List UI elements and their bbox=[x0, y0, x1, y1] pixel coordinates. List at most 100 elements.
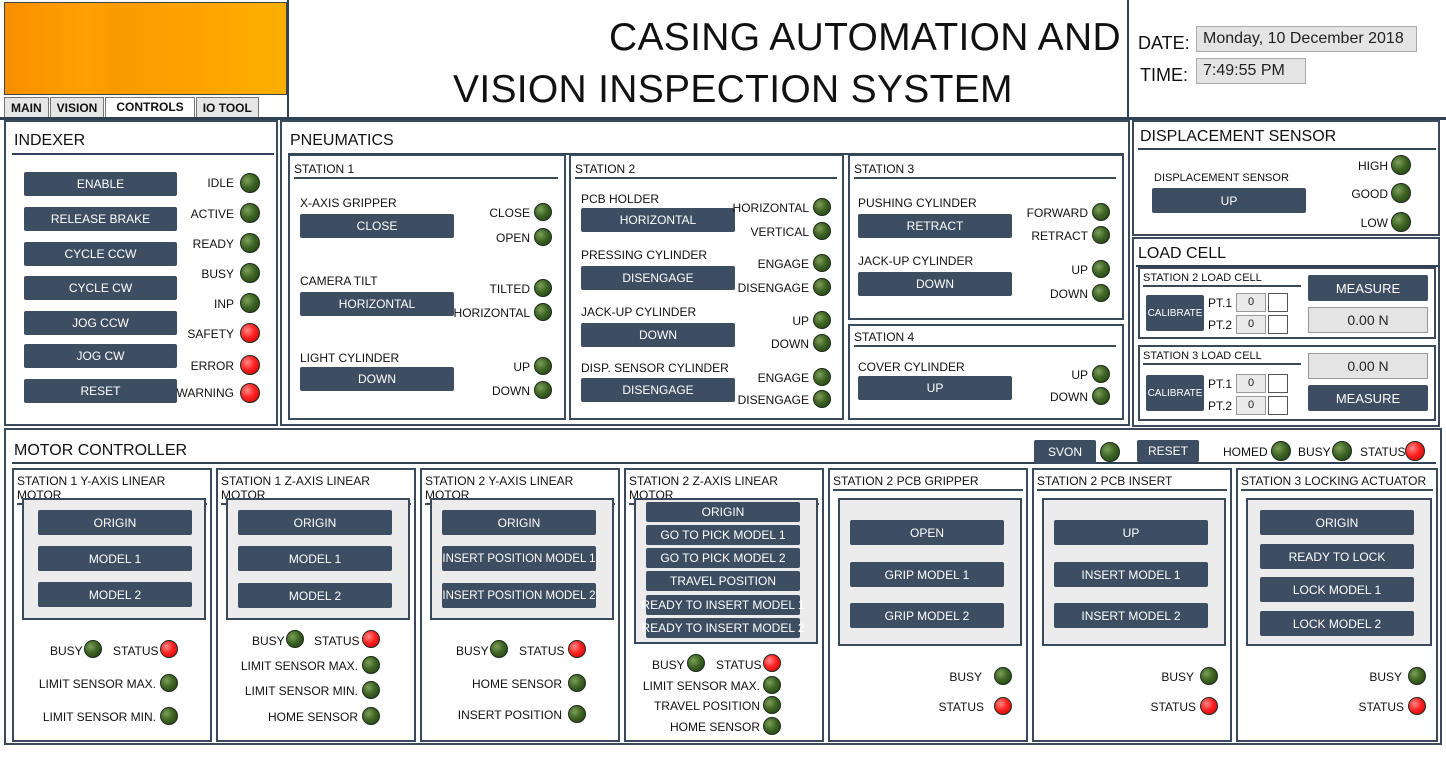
gripper-close-label: CLOSE bbox=[489, 206, 530, 220]
s2z-home-sensor-indicator bbox=[763, 717, 781, 735]
pneumatics-station4: STATION 4 COVER CYLINDER UP UP DOWN bbox=[848, 324, 1124, 420]
tab-main[interactable]: MAIN bbox=[4, 97, 49, 117]
tab-io-tool[interactable]: IO TOOL bbox=[195, 97, 259, 117]
station2-y-motor: STATION 2 Y-AXIS LINEAR MOTOR ORIGIN INS… bbox=[420, 468, 620, 742]
motor-reset-button[interactable]: RESET bbox=[1137, 440, 1199, 462]
jog-cw-button[interactable]: JOG CW bbox=[24, 344, 177, 368]
s2y-home-sensor-label: HOME SENSOR bbox=[471, 677, 562, 691]
s1z-origin-button[interactable]: ORIGIN bbox=[238, 510, 392, 535]
s1y-model1-button[interactable]: MODEL 1 bbox=[38, 546, 192, 571]
measure-button[interactable]: MEASURE bbox=[1308, 275, 1428, 301]
s2z-pick-model2-button[interactable]: GO TO PICK MODEL 2 bbox=[646, 548, 800, 568]
date-value: Monday, 10 December 2018 bbox=[1196, 26, 1417, 52]
pushing-cylinder-button[interactable]: RETRACT bbox=[858, 214, 1012, 238]
release-brake-button[interactable]: RELEASE BRAKE bbox=[24, 207, 177, 231]
measure-button[interactable]: MEASURE bbox=[1308, 385, 1428, 411]
s2g-status-indicator bbox=[994, 697, 1012, 715]
header-divider bbox=[0, 117, 1446, 120]
pcb-holder-button[interactable]: HORIZONTAL bbox=[581, 208, 735, 232]
cover-cylinder-button[interactable]: UP bbox=[858, 376, 1012, 400]
safety-label: SAFETY bbox=[187, 327, 234, 341]
divider bbox=[12, 153, 274, 155]
pt2-checkbox[interactable] bbox=[1268, 396, 1288, 415]
cycle-cw-button[interactable]: CYCLE CW bbox=[24, 276, 177, 300]
s1y-origin-button[interactable]: ORIGIN bbox=[38, 510, 192, 535]
station2-load-cell-title: STATION 2 LOAD CELL bbox=[1143, 272, 1301, 287]
station4-title: STATION 4 bbox=[854, 330, 1116, 347]
load-reading: 0.00 N bbox=[1308, 353, 1428, 379]
s2i-insert-model2-button[interactable]: INSERT MODEL 2 bbox=[1054, 603, 1208, 628]
st3-jackup-up-label: UP bbox=[1071, 263, 1088, 277]
s3l-lock-model1-button[interactable]: LOCK MODEL 1 bbox=[1260, 577, 1414, 602]
pt1-checkbox[interactable] bbox=[1268, 293, 1288, 312]
s3l-lock-model2-button[interactable]: LOCK MODEL 2 bbox=[1260, 611, 1414, 636]
pressing-cylinder-button[interactable]: DISENGAGE bbox=[581, 266, 735, 290]
divider bbox=[1136, 265, 1438, 267]
s2y-busy-label: BUSY bbox=[456, 644, 489, 658]
pt2-checkbox[interactable] bbox=[1268, 315, 1288, 334]
s2y-insert-model1-button[interactable]: INSERT POSITION MODEL 1 bbox=[442, 546, 596, 571]
time-label: TIME: bbox=[1140, 65, 1188, 85]
s2z-travel-position-button[interactable]: TRAVEL POSITION bbox=[646, 571, 800, 591]
jog-ccw-button[interactable]: JOG CCW bbox=[24, 311, 177, 335]
disp-disengage-indicator bbox=[813, 390, 831, 408]
reset-button[interactable]: RESET bbox=[24, 379, 177, 403]
light-down-indicator bbox=[534, 381, 552, 399]
s2z-busy-indicator bbox=[687, 654, 705, 672]
gripper-open-label: OPEN bbox=[495, 231, 530, 245]
tab-bar: MAIN VISION CONTROLS IO TOOL bbox=[4, 97, 260, 117]
calibrate-button[interactable]: CALIBRATE bbox=[1146, 295, 1204, 331]
s2z-ready-insert-model2-button[interactable]: READY TO INSERT MODEL 2 bbox=[641, 618, 805, 638]
pt1-checkbox[interactable] bbox=[1268, 374, 1288, 393]
enable-button[interactable]: ENABLE bbox=[24, 172, 177, 196]
s1y-status-label: STATUS bbox=[113, 644, 159, 658]
s2g-busy-indicator bbox=[994, 667, 1012, 685]
load-reading: 0.00 N bbox=[1308, 307, 1428, 333]
s3l-busy-indicator bbox=[1408, 667, 1426, 685]
s2z-ready-insert-model1-button[interactable]: READY TO INSERT MODEL 1 bbox=[641, 595, 805, 615]
st3-jackup-down-indicator bbox=[1092, 284, 1110, 302]
ready-indicator bbox=[240, 233, 260, 253]
s3l-origin-button[interactable]: ORIGIN bbox=[1260, 510, 1414, 535]
s3l-ready-to-lock-button[interactable]: READY TO LOCK bbox=[1260, 544, 1414, 569]
calibrate-button[interactable]: CALIBRATE bbox=[1146, 375, 1204, 411]
station1-z-motor: STATION 1 Z-AXIS LINEAR MOTOR ORIGIN MOD… bbox=[216, 468, 416, 742]
pneumatics-station1: STATION 1 X-AXIS GRIPPER CLOSE CLOSE OPE… bbox=[288, 154, 566, 420]
s2z-origin-button[interactable]: ORIGIN bbox=[646, 502, 800, 522]
st3-jackup-up-indicator bbox=[1092, 260, 1110, 278]
warning-indicator bbox=[240, 383, 260, 403]
s1y-model2-button[interactable]: MODEL 2 bbox=[38, 582, 192, 607]
camera-tilt-button[interactable]: HORIZONTAL bbox=[300, 292, 454, 316]
s1z-model2-button[interactable]: MODEL 2 bbox=[238, 583, 392, 608]
s2i-insert-model1-button[interactable]: INSERT MODEL 1 bbox=[1054, 562, 1208, 587]
st3-jackup-cylinder-button[interactable]: DOWN bbox=[858, 272, 1012, 296]
s2g-grip-model2-button[interactable]: GRIP MODEL 2 bbox=[850, 603, 1004, 628]
s1z-limit-min-label: LIMIT SENSOR MIN. bbox=[244, 684, 358, 698]
gripper-open-indicator bbox=[534, 228, 552, 246]
light-cylinder-button[interactable]: DOWN bbox=[300, 367, 454, 391]
s2z-pick-model1-button[interactable]: GO TO PICK MODEL 1 bbox=[646, 525, 800, 545]
cycle-ccw-button[interactable]: CYCLE CCW bbox=[24, 242, 177, 266]
jackup-cylinder-button[interactable]: DOWN bbox=[581, 323, 735, 347]
s2i-status-label: STATUS bbox=[1150, 700, 1196, 714]
s2i-up-button[interactable]: UP bbox=[1054, 520, 1208, 545]
svon-button[interactable]: SVON bbox=[1034, 440, 1096, 464]
tab-controls[interactable]: CONTROLS bbox=[105, 97, 195, 117]
s1z-model1-button[interactable]: MODEL 1 bbox=[238, 546, 392, 571]
s2y-insert-model2-button[interactable]: INSERT POSITION MODEL 2 bbox=[442, 583, 596, 608]
disp-sensor-cylinder-button[interactable]: DISENGAGE bbox=[581, 378, 735, 402]
indexer-panel: INDEXER ENABLE RELEASE BRAKE CYCLE CCW C… bbox=[4, 120, 278, 426]
pressing-engage-indicator bbox=[813, 254, 831, 272]
s2g-status-label: STATUS bbox=[938, 700, 984, 714]
station2-load-cell: STATION 2 LOAD CELL CALIBRATE PT.1 0 PT.… bbox=[1138, 267, 1436, 339]
tab-vision[interactable]: VISION bbox=[49, 97, 105, 117]
light-up-indicator bbox=[534, 357, 552, 375]
s2g-grip-model1-button[interactable]: GRIP MODEL 1 bbox=[850, 562, 1004, 587]
x-axis-gripper-button[interactable]: CLOSE bbox=[300, 214, 454, 238]
s2g-open-button[interactable]: OPEN bbox=[850, 520, 1004, 545]
displacement-sensor-button[interactable]: UP bbox=[1152, 188, 1306, 213]
disp-disengage-label: DISENGAGE bbox=[737, 393, 809, 407]
s2y-origin-button[interactable]: ORIGIN bbox=[442, 510, 596, 535]
s2i-busy-label: BUSY bbox=[1161, 670, 1194, 684]
ready-label: READY bbox=[192, 237, 234, 251]
